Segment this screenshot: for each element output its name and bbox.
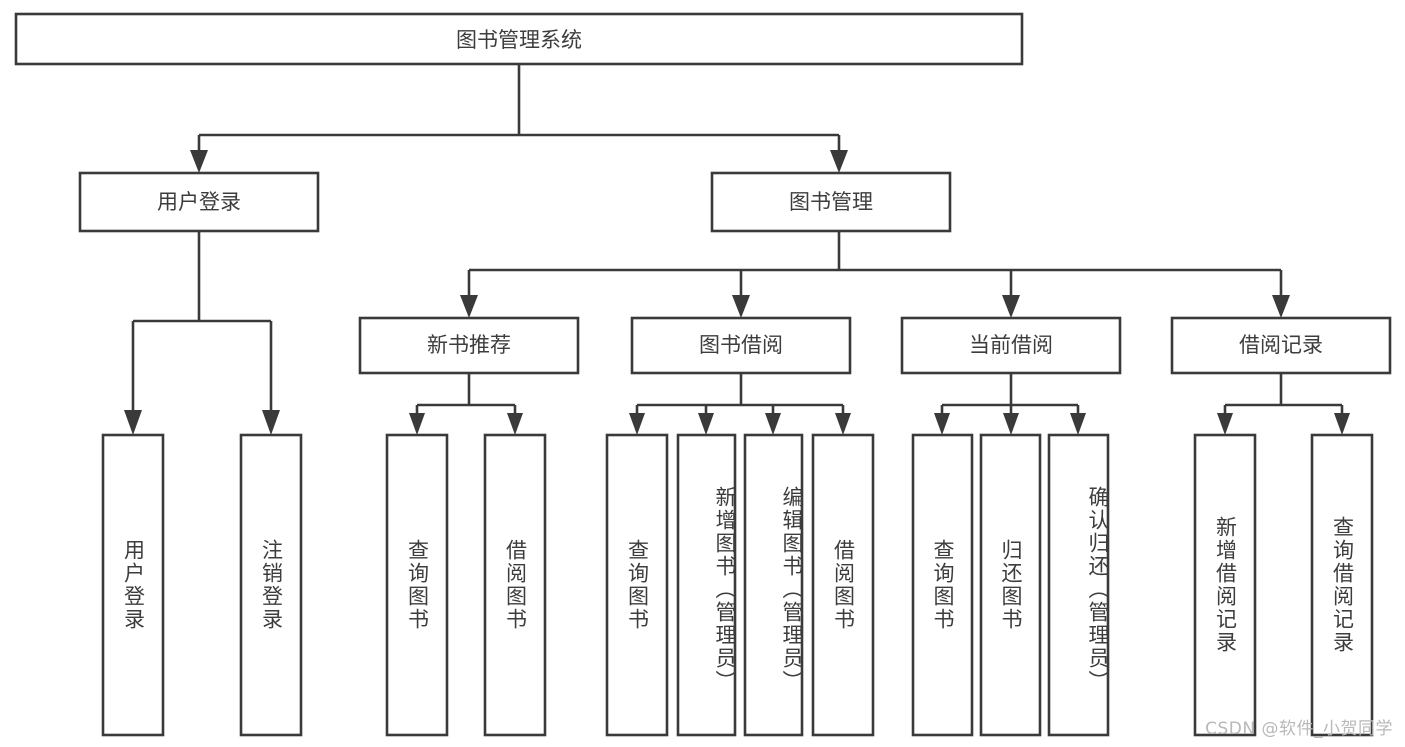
node-leaf-user-login[interactable] [101,433,165,737]
node-new-book-recommend-label: 新书推荐 [427,333,511,357]
arrow-head-icon [507,413,523,435]
node-current-borrow-label: 当前借阅 [969,333,1053,357]
node-leaf-add-book[interactable] [676,433,737,737]
arrow-head-icon [1070,413,1086,435]
node-book-management[interactable]: 图书管理 [710,171,952,233]
arrow-head-icon [698,413,714,435]
arrow-head-icon [765,413,781,435]
watermark-text: CSDN @软件_小贺同学 [1205,719,1393,739]
arrow-head-icon [262,410,280,435]
node-leaf-query-book-3[interactable] [911,433,974,737]
node-leaf-add-borrow-record[interactable] [1193,433,1257,737]
connector-root-to-level1 [190,64,848,173]
node-leaf-query-borrow-record[interactable] [1310,433,1374,737]
arrow-head-icon [460,295,478,318]
arrow-head-icon [409,413,425,435]
connector-new-book-recommend-to-leaves [409,373,523,435]
arrow-head-icon [732,295,750,318]
node-leaf-borrow-book-2[interactable] [811,433,875,737]
connector-current-borrow-to-leaves [934,373,1086,435]
arrow-head-icon [830,150,848,173]
node-user-login[interactable]: 用户登录 [78,171,320,233]
node-root[interactable]: 图书管理系统 [14,12,1024,66]
connector-borrow-record-to-leaves [1217,373,1350,435]
connector-book-borrow-to-leaves [629,373,851,435]
node-leaf-borrow-book-1[interactable] [483,433,547,737]
arrow-head-icon [1002,295,1020,318]
arrow-head-icon [1272,295,1290,318]
connector-user-login-to-leaves [124,231,280,435]
node-book-borrow[interactable]: 图书借阅 [630,316,852,375]
node-leaf-confirm-return[interactable] [1047,433,1110,737]
node-book-management-label: 图书管理 [789,190,873,214]
node-leaf-query-book-2[interactable] [605,433,669,737]
arrow-head-icon [1217,413,1233,435]
node-new-book-recommend[interactable]: 新书推荐 [358,316,580,375]
node-leaf-return-book[interactable] [979,433,1042,737]
node-user-login-label: 用户登录 [157,190,241,214]
node-leaf-edit-book[interactable] [743,433,804,737]
arrow-head-icon [934,413,950,435]
node-root-label: 图书管理系统 [456,28,582,52]
node-current-borrow[interactable]: 当前借阅 [900,316,1122,375]
node-book-borrow-label: 图书借阅 [699,333,783,357]
arrow-head-icon [1003,413,1019,435]
arrow-head-icon [835,413,851,435]
node-borrow-record-label: 借阅记录 [1239,333,1323,357]
node-leaf-user-logout[interactable] [239,433,303,737]
connector-book-management-to-level2 [460,231,1290,318]
arrow-head-icon [190,150,208,173]
leaf-nodes [101,433,1374,737]
node-borrow-record[interactable]: 借阅记录 [1170,316,1392,375]
arrow-head-icon [629,413,645,435]
arrow-head-icon [1334,413,1350,435]
node-leaf-query-book-1[interactable] [385,433,449,737]
arrow-head-icon [124,410,142,435]
